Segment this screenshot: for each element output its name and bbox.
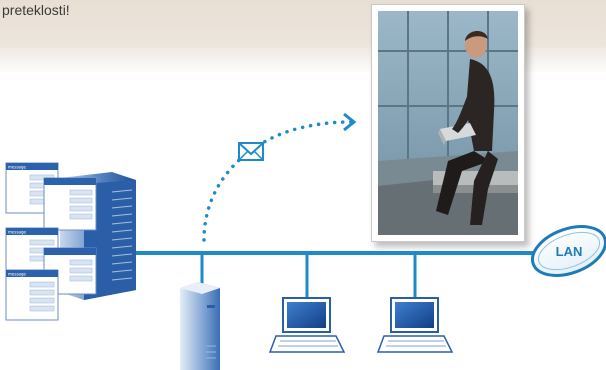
lan-label: LAN bbox=[556, 244, 583, 259]
envelope-icon bbox=[238, 142, 264, 161]
svg-text:message: message bbox=[8, 272, 27, 277]
laptop-icon bbox=[376, 297, 454, 353]
photo-person-laptop bbox=[378, 11, 518, 235]
svg-text:message: message bbox=[8, 230, 27, 235]
message-doc-icon bbox=[43, 177, 97, 231]
message-path-dots bbox=[202, 120, 354, 242]
message-path-arrowhead bbox=[343, 112, 357, 132]
caption-text: preteklosti! bbox=[2, 2, 70, 18]
workstation-tower-icon bbox=[180, 282, 220, 370]
message-doc-stack: message message bbox=[5, 162, 97, 321]
laptop-icon bbox=[268, 297, 346, 353]
message-doc-icon: message bbox=[5, 269, 59, 321]
lan-cloud-icon: LAN bbox=[531, 225, 606, 277]
photo-frame bbox=[371, 4, 525, 242]
svg-text:message: message bbox=[8, 165, 27, 170]
